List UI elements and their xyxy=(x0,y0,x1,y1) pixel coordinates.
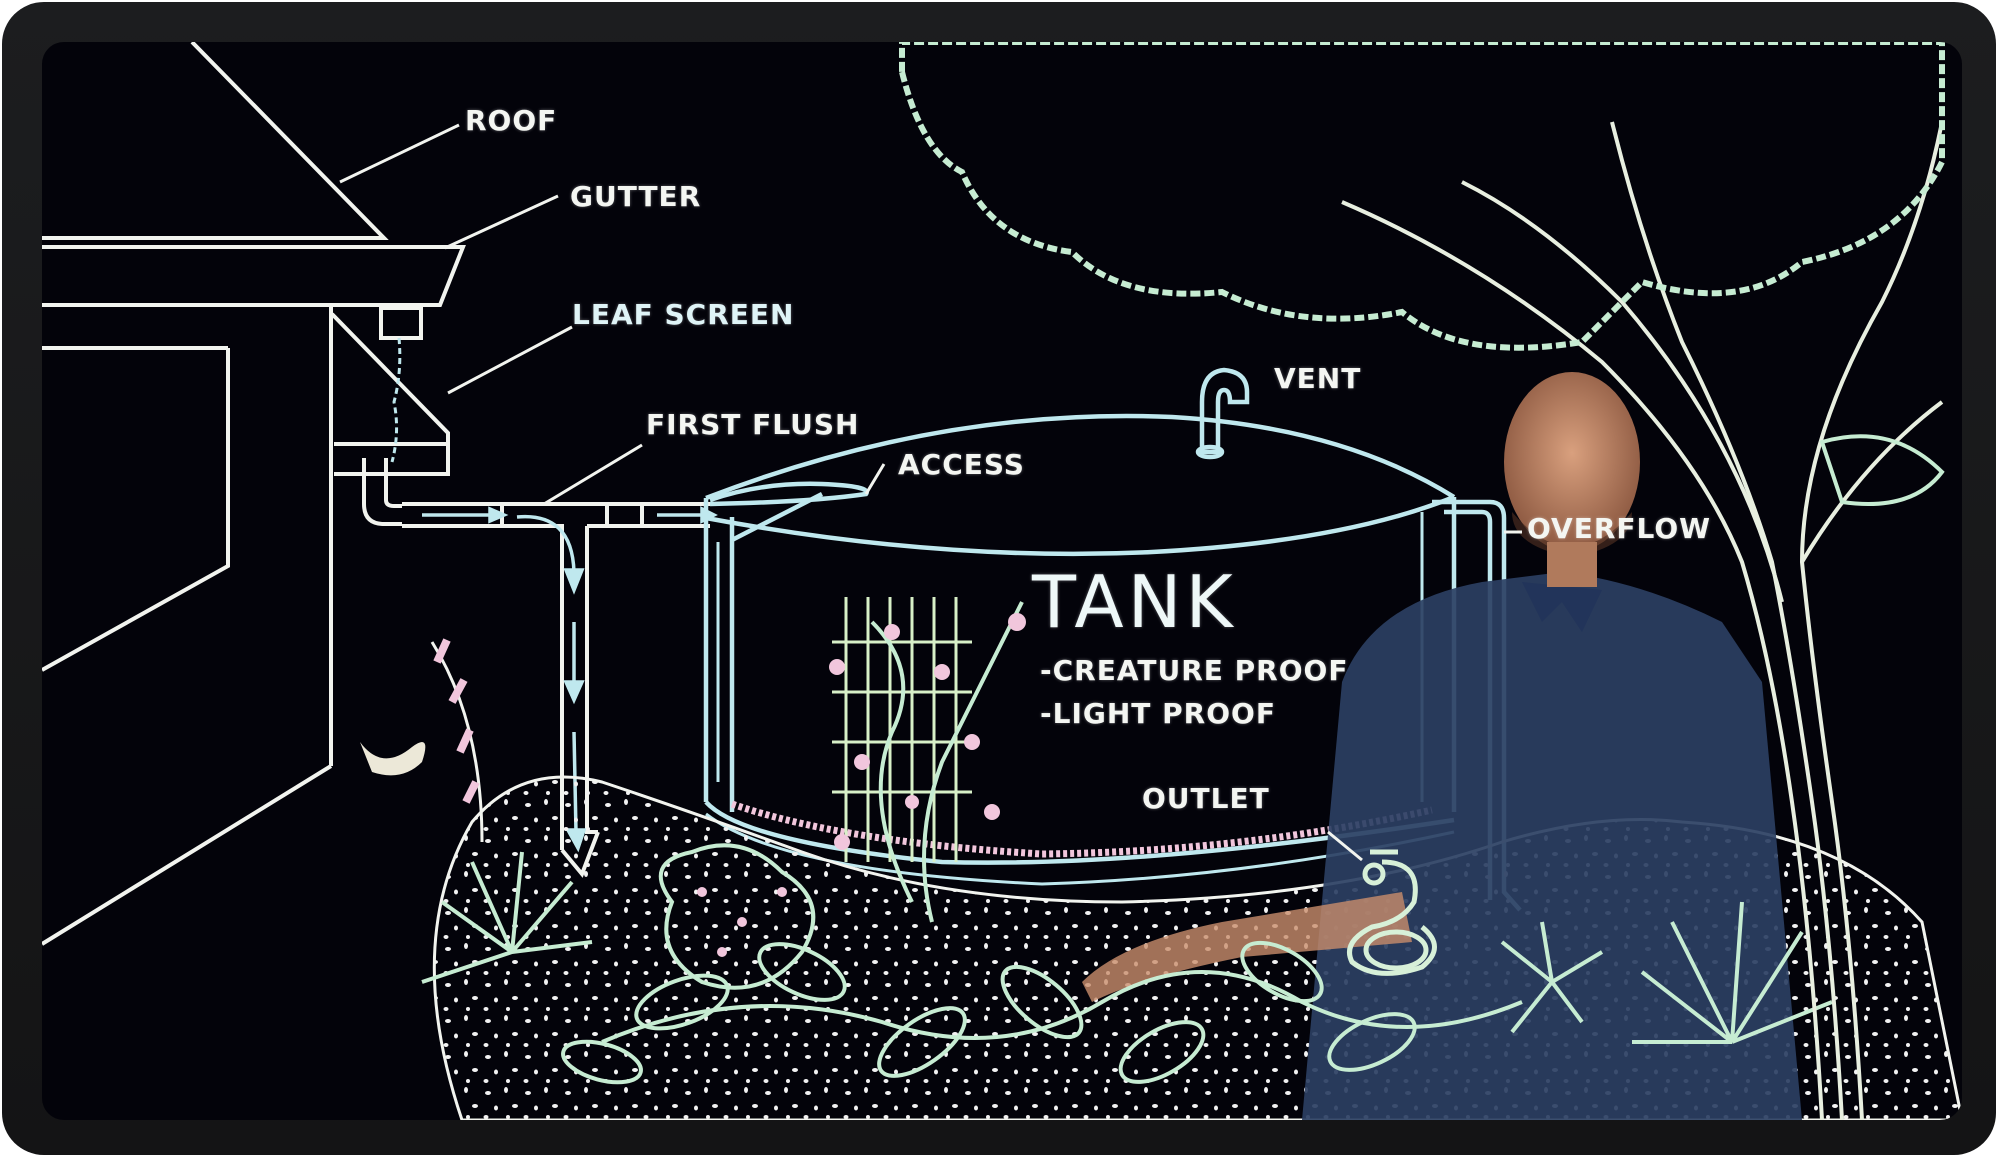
label-roof: ROOF xyxy=(465,104,558,137)
outlet-tap xyxy=(1327,830,1437,976)
label-gutter: GUTTER xyxy=(570,180,702,213)
trellis-plant xyxy=(832,597,1024,923)
label-outlet: OUTLET xyxy=(1142,782,1270,815)
label-vent: VENT xyxy=(1274,362,1362,395)
label-creature-proof: -CREATURE PROOF xyxy=(1040,654,1349,687)
tank-drawing xyxy=(703,367,1522,912)
ground-plants xyxy=(421,843,1833,1085)
label-first-flush: FIRST FLUSH xyxy=(646,408,860,441)
tree-canopy xyxy=(899,42,1945,351)
house-drawing xyxy=(42,42,466,946)
label-light-proof: -LIGHT PROOF xyxy=(1040,697,1276,730)
tree xyxy=(1341,121,1944,1120)
label-access: ACCESS xyxy=(898,448,1025,481)
label-leaf-screen: LEAF SCREEN xyxy=(572,298,795,331)
video-frame[interactable]: ROOF GUTTER LEAF SCREEN FIRST FLUSH ACCE… xyxy=(42,42,1962,1120)
label-tank-title: TANK xyxy=(1032,560,1237,644)
bird-and-reeds xyxy=(360,638,484,843)
shrub-flowers xyxy=(697,887,787,957)
label-overflow: OVERFLOW xyxy=(1527,512,1712,545)
label-leaders xyxy=(339,123,1522,534)
rainwater-diagram xyxy=(42,42,1962,1120)
trellis-flowers xyxy=(829,613,1026,850)
